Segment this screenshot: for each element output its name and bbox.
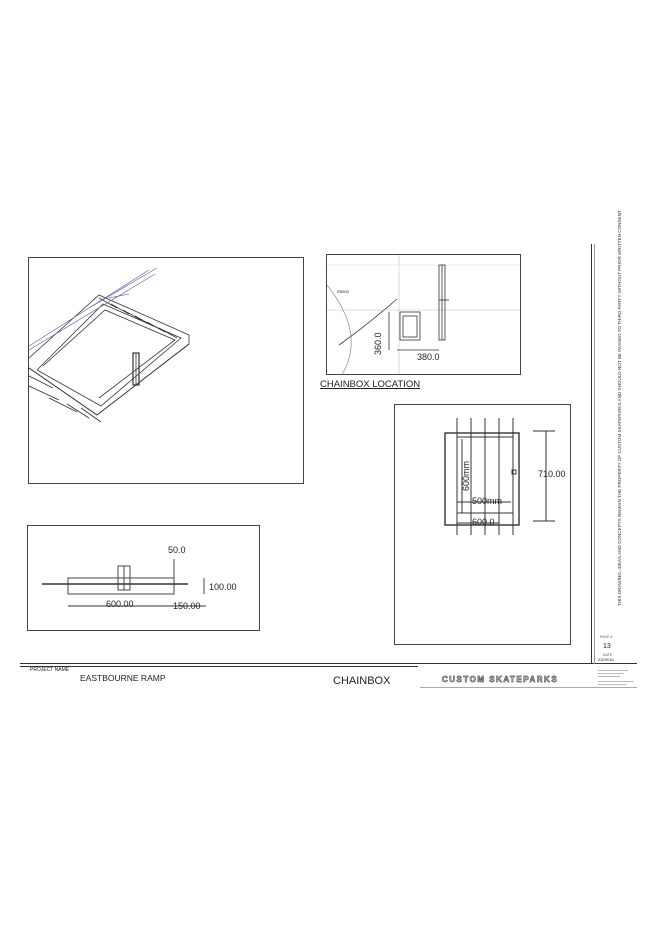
isometric-drawing	[29, 267, 190, 423]
plan-inner-height-dim: 600mm	[461, 460, 471, 491]
section-top-dim: 50.0	[168, 545, 186, 555]
title-block-top-rule	[20, 663, 637, 664]
location-width-dim: 380.0	[417, 352, 440, 362]
page-number: 13	[603, 643, 611, 650]
section-edge-dim: 150.00	[173, 601, 201, 611]
side-column-rule	[591, 244, 592, 664]
isometric-view-frame	[28, 257, 304, 484]
location-height-dim: 360.0	[373, 332, 383, 355]
section-drawing	[42, 559, 206, 607]
page-label: PAGE #	[600, 635, 613, 639]
plan-view-frame: 710.00 600mm 500mm 600.0	[394, 404, 571, 645]
date-value: 23/09/16	[598, 657, 614, 662]
location-drawing	[327, 255, 520, 374]
date-label: DATE	[603, 653, 613, 657]
section-width-dim: 600.00	[106, 599, 134, 609]
section-view-frame: 50.0 100.00 600.00 150.00	[27, 525, 260, 631]
title-block-bottom-rule	[420, 687, 637, 688]
plan-inner-width-dim: 500mm	[472, 496, 503, 506]
title-block-divider-left	[20, 666, 418, 667]
section-depth-dim: 100.00	[209, 582, 237, 592]
project-name: EASTBOURNE RAMP	[80, 673, 166, 683]
location-view-frame: R5000 360.0 380.0	[326, 254, 521, 375]
side-column-rule-inner	[594, 244, 595, 664]
plan-outer-width-dim: 600.0	[472, 517, 495, 527]
section-title: CHAINBOX LOCATION	[320, 379, 421, 390]
arc-label: R5000	[337, 289, 349, 294]
brand-logo: CUSTOM SKATEPARKS	[442, 675, 559, 685]
project-label: PROJECT NAME	[30, 667, 70, 673]
plan-drawing	[444, 418, 555, 535]
contact-fine-print	[598, 668, 636, 688]
drawing-title: CHAINBOX	[333, 675, 391, 687]
disclaimer-text: THIS DRAWING, IDEAS AND CONCEPTS REMAIN …	[617, 210, 622, 606]
plan-height-dim: 710.00	[538, 469, 566, 479]
